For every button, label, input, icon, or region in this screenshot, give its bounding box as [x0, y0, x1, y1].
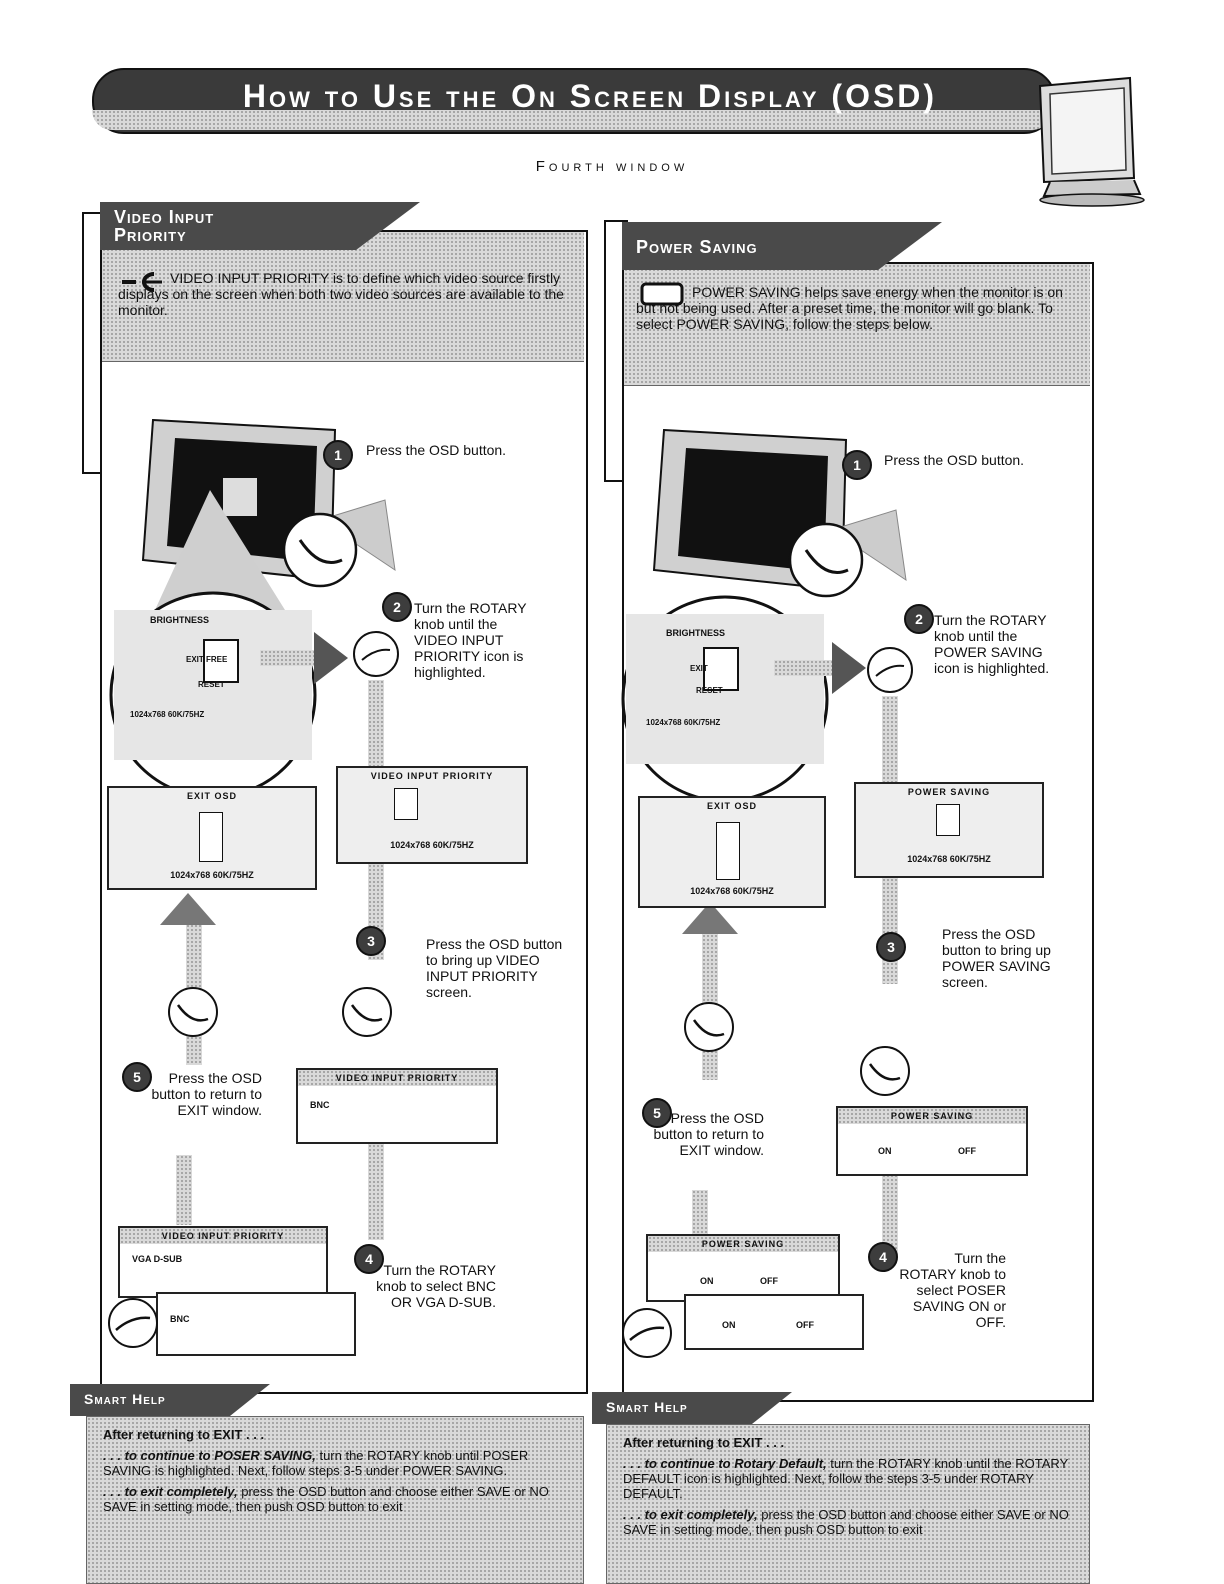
step-4-badge: 4 — [354, 1244, 384, 1274]
right-smart-help-box: After returning to EXIT . . . . . . to c… — [606, 1424, 1090, 1584]
monitor-icon — [1038, 76, 1145, 207]
connector-bar — [368, 1140, 384, 1240]
video-input-priority-intro: VIDEO INPUT PRIORITY is to define which … — [118, 270, 564, 318]
magnifier-cone — [829, 509, 907, 582]
right-step-4-text: Turn the ROTARY knob to select POSER SAV… — [899, 1250, 1006, 1330]
right-smart-p2: press the OSD button and choose either S… — [623, 1507, 1069, 1537]
magnified-osd-title: BRIGHTNESS — [150, 615, 210, 625]
right-step-2-text: Turn the ROTARY knob until the POWER SAV… — [934, 612, 1050, 676]
power-saving-intro: POWER SAVING helps save energy when the … — [636, 284, 1063, 332]
step-3-badge: 3 — [356, 926, 386, 956]
arrow-up-icon — [160, 893, 216, 925]
arrow-right-icon — [832, 642, 866, 694]
left-step-3-text: Press the OSD button to bring up VIDEO I… — [426, 936, 563, 1000]
right-step-3-text: Press the OSD button to bring up POWER S… — [942, 926, 1051, 990]
osd-power-saving-on-off: POWER SAVING ON OFF — [646, 1234, 840, 1302]
arrow-shaft — [260, 650, 320, 666]
osd-exit-window: EXIT OSD 1024x768 60K/75HZ — [107, 786, 317, 890]
right-smart-p1-lead: . . . to continue to Rotary Default, — [623, 1456, 827, 1471]
connector-bar — [692, 1190, 708, 1240]
left-step-4-text: Turn the ROTARY knob to select BNC OR VG… — [376, 1262, 496, 1310]
power-saving-icon — [640, 282, 684, 306]
page-subtitle: Fourth window — [535, 158, 689, 175]
connector-bar — [176, 1155, 192, 1225]
finger-press-icon — [168, 987, 218, 1037]
step-4-badge: 4 — [868, 1242, 898, 1272]
rotary-knob-icon — [353, 631, 399, 677]
left-smart-p1: turn the ROTARY knob until POSER SAVING … — [103, 1448, 529, 1478]
rotary-knob-icon — [108, 1298, 158, 1348]
step-1-badge: 1 — [842, 450, 872, 480]
left-smart-p2-lead: . . . to exit completely, — [103, 1484, 238, 1499]
osd-power-saving-on-off-b: ON OFF — [684, 1294, 864, 1350]
osd-bnc-option: BNC — [156, 1292, 356, 1356]
magnified-osd-circle — [621, 595, 829, 803]
magnified-osd-row1: EXIT FREE — [186, 655, 228, 664]
left-smart-p1-lead: . . . to continue to POSER SAVING, — [103, 1448, 316, 1463]
left-smart-lead: After returning to EXIT . . . — [103, 1427, 265, 1442]
osd-power-saving-screen: POWER SAVING ON OFF — [836, 1106, 1028, 1176]
left-smart-p2: press the OSD button and choose either S… — [103, 1484, 549, 1514]
video-input-priority-tab: Video Input Priority — [100, 202, 420, 250]
osd-vga-dsub-option: VIDEO INPUT PRIORITY VGA D-SUB — [118, 1226, 328, 1298]
magnified-osd-row2: RESET — [696, 686, 723, 695]
rotary-knob-icon — [867, 647, 913, 693]
magnified-osd-row3: 1024x768 60K/75HZ — [646, 718, 721, 727]
step-1-badge: 1 — [323, 440, 353, 470]
title-banner-texture — [92, 110, 1052, 130]
osd-video-input-priority-screen: VIDEO INPUT PRIORITY BNC — [296, 1068, 498, 1144]
arrow-shaft — [774, 660, 836, 676]
video-input-priority-intro-box — [102, 232, 584, 362]
magnifier-cone — [155, 490, 396, 610]
osd-exit-window: EXIT OSD 1024x768 60K/75HZ — [638, 796, 826, 908]
step-5-badge: 5 — [642, 1098, 672, 1128]
osd-power-saving-menu: POWER SAVING 1024x768 60K/75HZ — [854, 782, 1044, 878]
connector-bar — [882, 1170, 898, 1260]
magnified-osd-circle — [109, 591, 317, 799]
magnified-osd-row3: 1024x768 60K/75HZ — [130, 710, 205, 719]
right-smart-p2-lead: . . . to exit completely, — [623, 1507, 758, 1522]
step-3-badge: 3 — [876, 932, 906, 962]
magnified-osd-row1: EXIT — [690, 664, 708, 673]
step-5-badge: 5 — [122, 1062, 152, 1092]
right-step-5-text: Press the OSD button to return to EXIT w… — [653, 1110, 764, 1158]
connector-bar — [882, 874, 898, 984]
finger-press-icon — [684, 1002, 734, 1052]
left-smart-help-tab: Smart Help — [70, 1384, 270, 1416]
left-step-2-text: Turn the ROTARY knob until the VIDEO INP… — [414, 600, 527, 680]
arrow-up-icon — [682, 902, 738, 934]
power-saving-intro-box — [624, 264, 1090, 386]
right-smart-p1: turn the ROTARY knob until the ROTARY DE… — [623, 1456, 1069, 1501]
finger-press-icon — [342, 987, 392, 1037]
left-smart-help-box: After returning to EXIT . . . . . . to c… — [86, 1416, 584, 1584]
right-smart-lead: After returning to EXIT . . . — [623, 1435, 785, 1450]
right-step-1-text: Press the OSD button. — [884, 452, 1025, 468]
video-input-icon — [122, 272, 162, 292]
page-title: How to Use the On Screen Display (OSD) — [242, 78, 938, 114]
arrow-right-icon — [314, 632, 348, 684]
finger-press-icon — [282, 512, 358, 588]
connector-bar — [368, 680, 384, 770]
osd-video-input-priority-menu: VIDEO INPUT PRIORITY 1024x768 60K/75HZ — [336, 766, 528, 864]
left-step-1-text: Press the OSD button. — [366, 442, 507, 458]
magnified-osd-row2: RESET — [198, 680, 225, 689]
finger-press-icon — [788, 522, 864, 598]
step-2-badge: 2 — [382, 592, 412, 622]
step-2-badge: 2 — [904, 604, 934, 634]
connector-bar — [882, 696, 898, 782]
rotary-knob-icon — [622, 1308, 672, 1358]
right-smart-help-tab: Smart Help — [592, 1392, 792, 1424]
finger-press-icon — [860, 1046, 910, 1096]
left-step-5-text: Press the OSD button to return to EXIT w… — [151, 1070, 262, 1118]
magnified-osd-title: BRIGHTNESS — [666, 628, 726, 638]
